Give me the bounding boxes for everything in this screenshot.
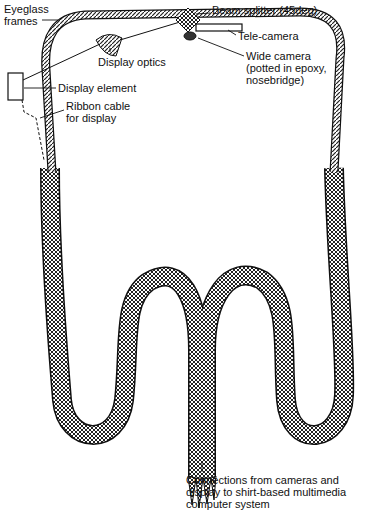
part-label: Beam splitter (45deg) [212,4,382,16]
part-label: Wide camera (potted in epoxy, nosebridge… [246,50,346,86]
part-label: Eyeglass frames [4,3,48,27]
part-label: Connections from cameras and display to … [186,474,376,510]
wide-camera [184,32,196,40]
display-optics [96,34,122,56]
ribbon-cable [22,100,44,160]
display-element [8,73,23,100]
part-label: Ribbon cable for display [66,100,138,124]
optical-path [23,22,180,80]
part-label: Display optics [98,56,218,68]
part-label: Tele-camera [238,30,358,42]
leader-lines [24,13,244,472]
tele-camera [196,24,242,31]
cable-bands [50,168,344,478]
part-label: Display element [58,82,178,94]
